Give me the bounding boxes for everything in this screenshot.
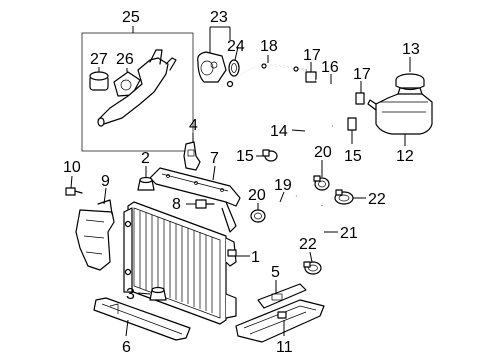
callout-19: 19 bbox=[274, 177, 292, 194]
callout-25: 25 bbox=[122, 9, 140, 26]
part-20-clamp-lower bbox=[250, 203, 266, 223]
callout-20-a: 20 bbox=[314, 144, 332, 161]
callout-14: 14 bbox=[270, 123, 288, 140]
part-8-bolt bbox=[186, 199, 215, 209]
part-17-clamp-a bbox=[305, 62, 317, 83]
part-16-overflow-hose bbox=[315, 74, 357, 99]
inset-frame bbox=[81, 32, 194, 152]
part-18-bypass-pipe bbox=[226, 55, 307, 88]
part-27-cap bbox=[89, 67, 109, 91]
callout-3: 3 bbox=[126, 286, 135, 303]
callout-22-a: 22 bbox=[368, 191, 386, 208]
callout-17-b: 17 bbox=[353, 66, 371, 83]
callout-23: 23 bbox=[210, 9, 228, 26]
callout-4: 4 bbox=[189, 117, 198, 134]
callout-17-a: 17 bbox=[303, 47, 321, 64]
part-3-lower-mount bbox=[137, 286, 167, 301]
part-12-coolant-reservoir bbox=[367, 87, 433, 146]
callout-16: 16 bbox=[321, 59, 339, 76]
part-17-clamp-b bbox=[355, 81, 365, 105]
part-19-upper-radiator-hose bbox=[256, 191, 298, 218]
callout-20-b: 20 bbox=[248, 187, 266, 204]
part-21-lower-radiator-hose bbox=[309, 205, 338, 264]
callout-2: 2 bbox=[141, 150, 150, 167]
callout-9: 9 bbox=[101, 173, 110, 190]
part-10-bolt bbox=[65, 175, 83, 196]
part-11-lower-air-deflector bbox=[235, 299, 325, 343]
part-7-baffle bbox=[149, 165, 241, 233]
callout-21: 21 bbox=[340, 225, 358, 242]
callout-1: 1 bbox=[251, 249, 260, 266]
part-23-thermostat-housing bbox=[197, 26, 240, 83]
part-15-clamp-b bbox=[347, 117, 357, 144]
callout-7: 7 bbox=[210, 150, 219, 167]
callout-8: 8 bbox=[172, 196, 181, 213]
part-9-deflector bbox=[75, 187, 115, 271]
callout-6: 6 bbox=[122, 339, 131, 356]
callout-15-b: 15 bbox=[344, 148, 362, 165]
part-22-clamp-upper bbox=[334, 189, 366, 205]
part-20-clamp-upper bbox=[313, 160, 330, 191]
callout-27: 27 bbox=[90, 51, 108, 68]
part-6-lower-baffle bbox=[93, 297, 191, 341]
part-5-bracket bbox=[257, 280, 307, 309]
inset-box-part-25 bbox=[81, 26, 194, 152]
callout-22-b: 22 bbox=[299, 236, 317, 253]
part-26-outlet bbox=[97, 49, 177, 127]
callout-24: 24 bbox=[227, 38, 245, 55]
part-22-clamp-lower bbox=[303, 251, 322, 275]
callout-5: 5 bbox=[271, 264, 280, 281]
part-15-clamp-a bbox=[256, 149, 278, 162]
part-2-upper-mount bbox=[137, 166, 155, 191]
callout-11: 11 bbox=[276, 339, 293, 356]
part-13-reservoir-cap bbox=[395, 57, 425, 91]
part-24-o-ring bbox=[228, 59, 240, 77]
callout-26: 26 bbox=[116, 51, 134, 68]
callout-13: 13 bbox=[402, 41, 420, 58]
callout-10: 10 bbox=[63, 159, 81, 176]
callout-15-a: 15 bbox=[236, 148, 254, 165]
part-4-bracket bbox=[183, 133, 201, 171]
callout-12: 12 bbox=[396, 148, 414, 165]
callout-18: 18 bbox=[260, 38, 278, 55]
